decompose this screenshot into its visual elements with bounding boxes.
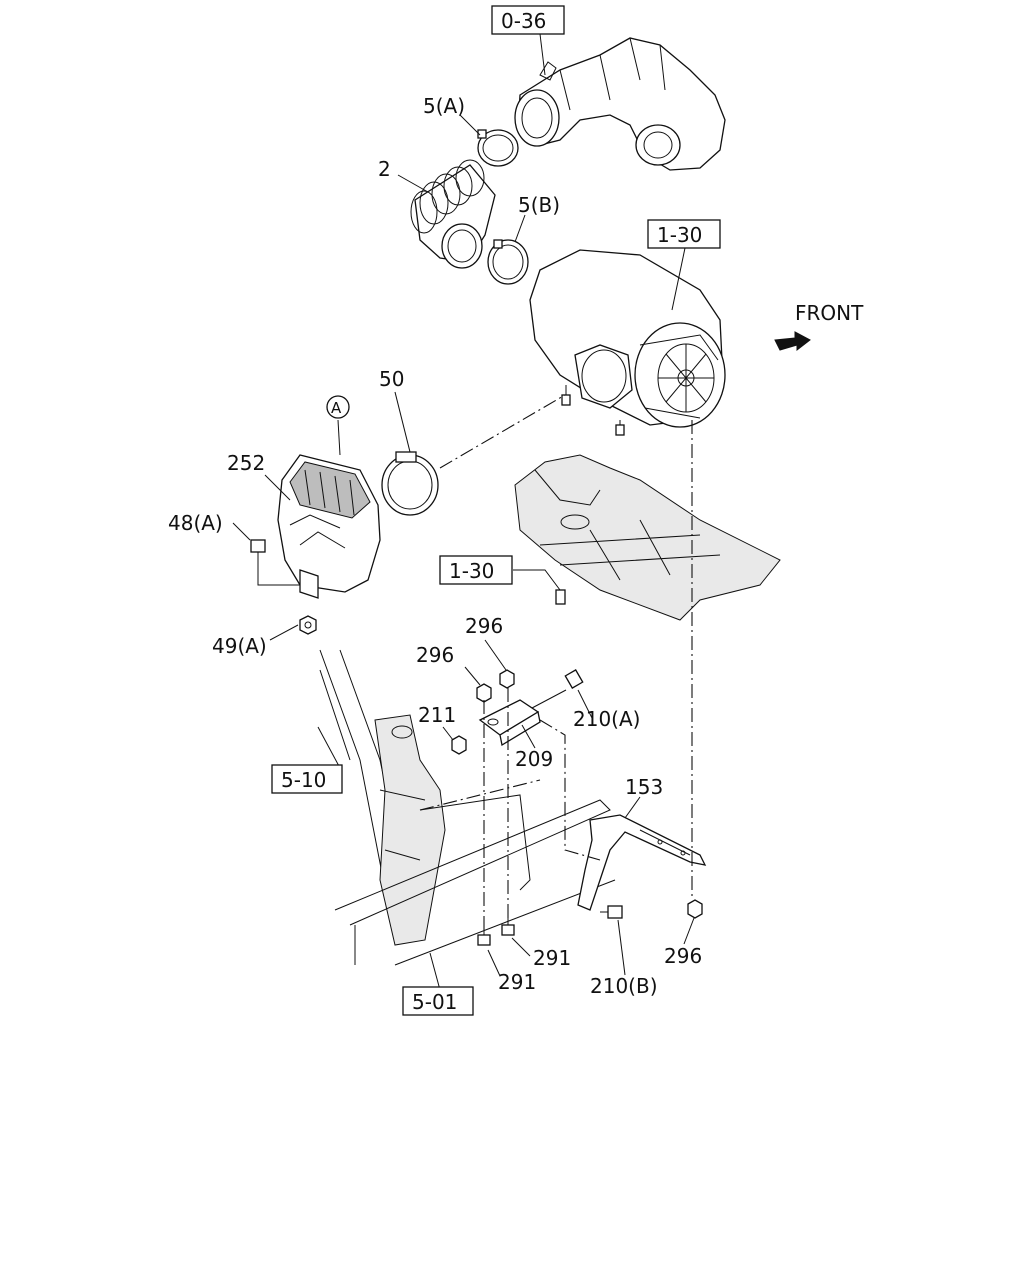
intake-elbow-part (514, 37, 726, 171)
ref-box-5-10[interactable]: 5-10 (271, 764, 343, 794)
ref-box-5-01[interactable]: 5-01 (402, 986, 474, 1016)
ref-label-1-30-top: 1-30 (657, 223, 702, 247)
bolt-210a-part (531, 669, 584, 709)
ref-label-0-36: 0-36 (501, 9, 546, 33)
nut-296-upper-part (476, 669, 515, 703)
air-cleaner-bracket-part (514, 454, 781, 621)
leader-lines (232, 33, 695, 991)
ref-label-5-01: 5-01 (412, 990, 457, 1014)
clamp-5b-part (487, 239, 529, 285)
part-label-5a: 5(A) (423, 94, 465, 118)
nut-49a-part (299, 615, 317, 635)
bolt-48a-part (250, 539, 300, 586)
part-label-211: 211 (418, 703, 456, 727)
part-label-5b: 5(B) (518, 193, 560, 217)
part-label-2: 2 (378, 157, 391, 181)
part-label-48a: 48(A) (168, 511, 223, 535)
part-label-209: 209 (515, 747, 553, 771)
part-label-210a: 210(A) (573, 707, 640, 731)
ref-label-5-10: 5-10 (281, 768, 326, 792)
part-label-210b: 210(B) (590, 974, 658, 998)
part-label-296-b: 296 (416, 643, 454, 667)
hose-2-part (410, 159, 496, 269)
front-arrow-icon (774, 331, 811, 352)
ref-box-0-36[interactable]: 0-36 (491, 5, 565, 35)
ref-box-1-30-top[interactable]: 1-30 (647, 219, 721, 249)
part-label-252: 252 (227, 451, 265, 475)
bolt-210b-part (600, 905, 623, 919)
clamp-5a-part (477, 129, 519, 167)
part-label-49a: 49(A) (212, 634, 267, 658)
frame-structure-part (319, 649, 616, 966)
part-label-296-a: 296 (465, 614, 503, 638)
ref-label-1-30-mid: 1-30 (449, 559, 494, 583)
bracket-153-part (577, 814, 707, 911)
clamp-50-part (381, 451, 439, 516)
callout-a-circle (326, 395, 350, 419)
bolt-291-part (477, 910, 515, 946)
part-label-50: 50 (379, 367, 404, 391)
part-label-291-b: 291 (498, 970, 536, 994)
part-label-296-c: 296 (664, 944, 702, 968)
part-label-291-a: 291 (533, 946, 571, 970)
callout-a-label: A (331, 399, 342, 417)
ref-box-1-30-mid[interactable]: 1-30 (439, 555, 513, 585)
bracket-209-part (478, 699, 541, 747)
alignment-lines (419, 394, 693, 930)
part-label-153: 153 (625, 775, 663, 799)
intake-duct-252-part (277, 454, 381, 599)
front-direction-label: FRONT (795, 301, 864, 325)
nut-211-part (451, 735, 467, 755)
nut-296-lower-part (687, 899, 703, 919)
air-cleaner-part (529, 249, 726, 436)
